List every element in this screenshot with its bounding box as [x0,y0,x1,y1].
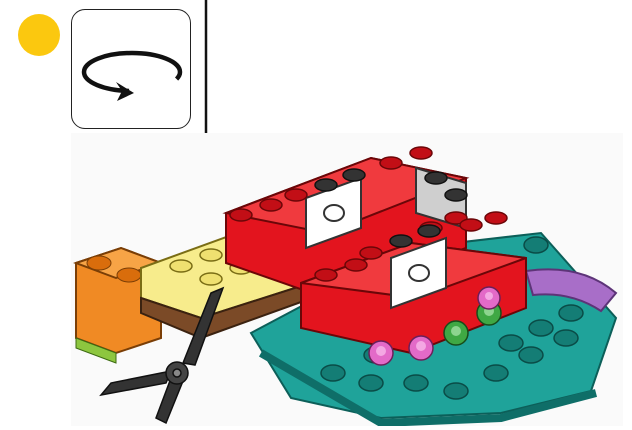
flower-group [368,286,502,366]
rotate-instruction-card [71,9,191,129]
rotate-model-icon [81,50,183,101]
lego-model-image [73,146,618,428]
lego-model-illustration [71,133,623,428]
step-number-badge [18,14,60,56]
